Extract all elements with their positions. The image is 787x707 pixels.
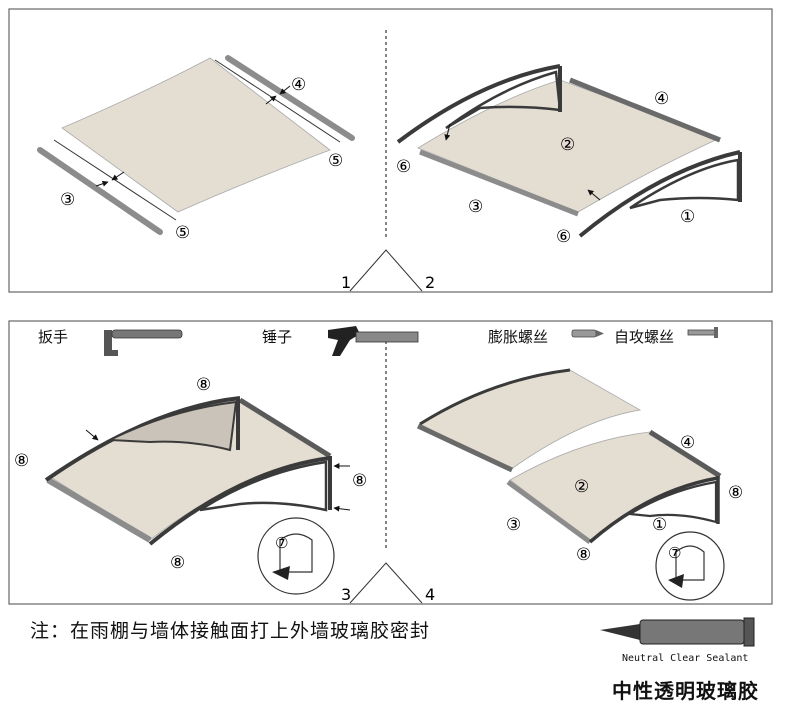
sealing-note: 注：在雨棚与墙体接触面打上外墙玻璃胶密封 (30, 620, 431, 642)
part-label-7: ⑦ (668, 544, 681, 562)
tool-label-wrench: 扳手 (38, 328, 69, 346)
step1-panel (61, 57, 331, 213)
part-label-5: ⑤ (328, 151, 343, 171)
sealant-label-cn: 中性透明玻璃胶 (612, 679, 759, 703)
top-panel-frame (8, 8, 773, 293)
part-label-5: ⑤ (175, 223, 190, 243)
bottom-panel-frame (8, 320, 773, 605)
part-label-6: ⑥ (396, 157, 411, 177)
part-label-3: ③ (506, 515, 521, 535)
step-number-4: 4 (425, 585, 435, 604)
part-label-1: ① (680, 207, 695, 227)
part-label-3: ③ (60, 190, 75, 210)
part-label-8: ⑧ (352, 471, 367, 491)
part-label-4: ④ (680, 433, 695, 453)
step3-illustration (44, 396, 351, 595)
sealant-label-en: Neutral Clear Sealant (622, 653, 749, 664)
part-label-8: ⑧ (576, 545, 591, 565)
tool-label-expansion-screw: 膨胀螺丝 (488, 328, 549, 346)
part-label-8: ⑧ (196, 375, 211, 395)
part-label-7: ⑦ (275, 534, 288, 552)
step2-illustration (396, 64, 742, 238)
step-chevron-top (349, 249, 423, 292)
part-label-4: ④ (654, 89, 669, 109)
sealant-tube-icon (600, 617, 755, 647)
part-label-8: ⑧ (14, 451, 29, 471)
part-label-1: ① (652, 515, 667, 535)
tool-label-hammer: 锤子 (262, 328, 293, 346)
step-chevron-bottom (349, 562, 423, 604)
tapping-screw-icon (687, 327, 718, 338)
part-label-2: ② (574, 477, 589, 497)
hammer-icon (328, 326, 419, 356)
step4-illustration (416, 368, 725, 601)
step-number-2: 2 (425, 273, 435, 292)
part-label-4: ④ (291, 75, 306, 95)
part-label-6: ⑥ (556, 227, 571, 247)
step1-illustration (37, 55, 355, 235)
wrench-icon (104, 329, 183, 356)
expansion-screw-icon (571, 329, 604, 338)
part-label-2: ② (560, 135, 575, 155)
part-label-8: ⑧ (728, 483, 743, 503)
step-number-1: 1 (341, 273, 351, 292)
step-number-3: 3 (341, 585, 351, 604)
part-label-3: ③ (468, 197, 483, 217)
part-label-8: ⑧ (170, 553, 185, 573)
tool-label-tapping-screw: 自攻螺丝 (614, 328, 675, 346)
